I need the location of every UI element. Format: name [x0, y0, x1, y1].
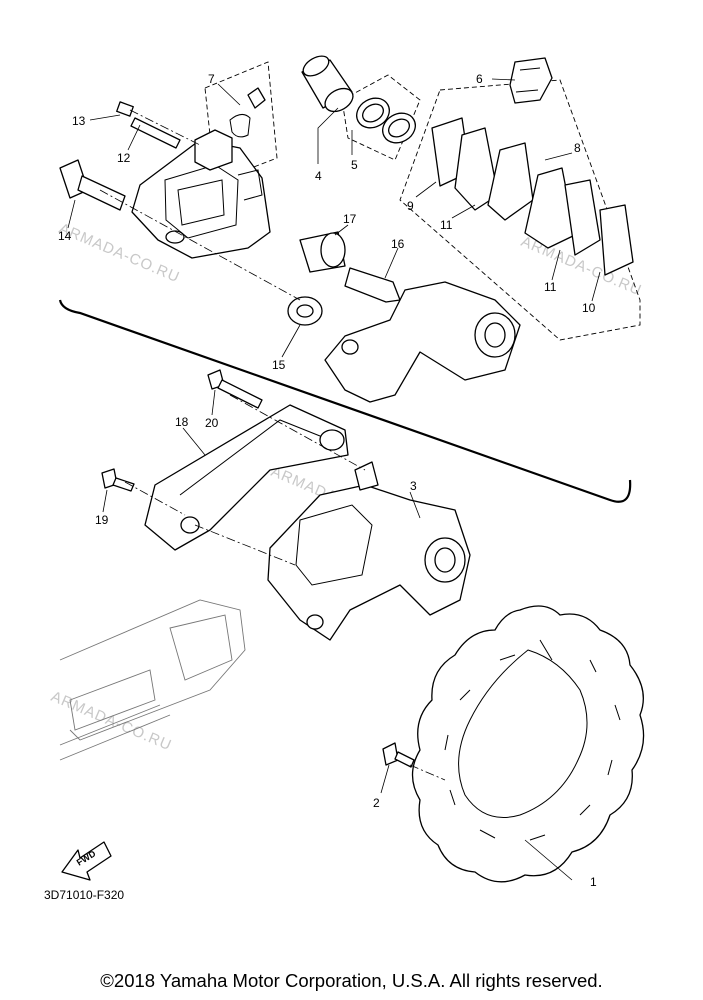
callout-16: 16	[391, 237, 405, 251]
leader-8	[544, 152, 573, 161]
lower-caliper-assembly	[267, 461, 471, 641]
brake-pads	[431, 117, 634, 276]
torque-arm	[144, 404, 349, 551]
leader-19	[102, 489, 108, 513]
leader-3	[409, 491, 421, 519]
assembly-center-lines	[99, 109, 446, 781]
callout-4: 4	[315, 169, 322, 183]
callout-11a: 11	[440, 218, 453, 232]
leader-11b	[551, 249, 561, 281]
bleed-screw	[229, 87, 266, 138]
callout-8: 8	[574, 141, 581, 155]
leader-9	[415, 181, 437, 198]
pad-spring-clip	[509, 57, 553, 104]
callout-17: 17	[343, 212, 357, 226]
leader-1	[524, 839, 573, 881]
diagram-reference-code: 3D71010-F320	[44, 888, 125, 902]
callout-7: 7	[208, 72, 215, 86]
leader-10	[591, 271, 601, 302]
swingarm-outline	[59, 599, 246, 761]
leader-18	[182, 427, 206, 456]
callout-14: 14	[58, 229, 72, 243]
boots-and-bolt	[287, 231, 401, 326]
leader-4	[317, 107, 339, 164]
group-box-8	[399, 79, 641, 341]
leader-12	[127, 124, 141, 151]
leader-15	[281, 324, 301, 358]
callout-10: 10	[582, 301, 596, 315]
callout-18: 18	[175, 415, 189, 429]
assembly-divider-bracket	[58, 299, 632, 503]
leader-14	[67, 199, 76, 229]
callout-13: 13	[72, 114, 86, 128]
callout-leaders	[67, 78, 601, 881]
upper-caliper	[131, 129, 271, 259]
leader-16	[384, 247, 399, 279]
copyright-notice: ©2018 Yamaha Motor Corporation, U.S.A. A…	[100, 970, 603, 991]
leader-2	[380, 764, 390, 794]
leader-17	[334, 224, 349, 236]
leader-13	[89, 114, 121, 121]
leader-6	[491, 78, 516, 81]
caliper-pins	[59, 101, 181, 211]
piston-and-seals	[301, 55, 416, 144]
callout-11b: 11	[544, 280, 557, 294]
callout-numbers: 1 2 3 4 5 6 7 8 9 10 11 11 12 13 14 15 1…	[58, 72, 597, 889]
upper-caliper-bracket	[324, 281, 521, 403]
callout-6: 6	[476, 72, 483, 86]
leader-7	[217, 83, 241, 106]
fwd-direction-arrow: FWD	[61, 841, 112, 881]
callout-15: 15	[272, 358, 286, 372]
group-boxes	[204, 61, 641, 341]
callout-12: 12	[117, 151, 131, 165]
bolts	[101, 369, 415, 768]
brake-disc	[411, 605, 645, 883]
callout-9: 9	[407, 199, 414, 213]
leader-11a	[451, 204, 476, 219]
callout-2: 2	[373, 796, 380, 810]
callout-5: 5	[351, 158, 358, 172]
callout-1: 1	[590, 875, 597, 889]
group-box-7	[204, 61, 278, 183]
callout-19: 19	[95, 513, 109, 527]
leader-20	[211, 389, 216, 416]
callout-3: 3	[410, 479, 417, 493]
callout-20: 20	[205, 416, 219, 430]
group-box-5	[341, 74, 421, 161]
